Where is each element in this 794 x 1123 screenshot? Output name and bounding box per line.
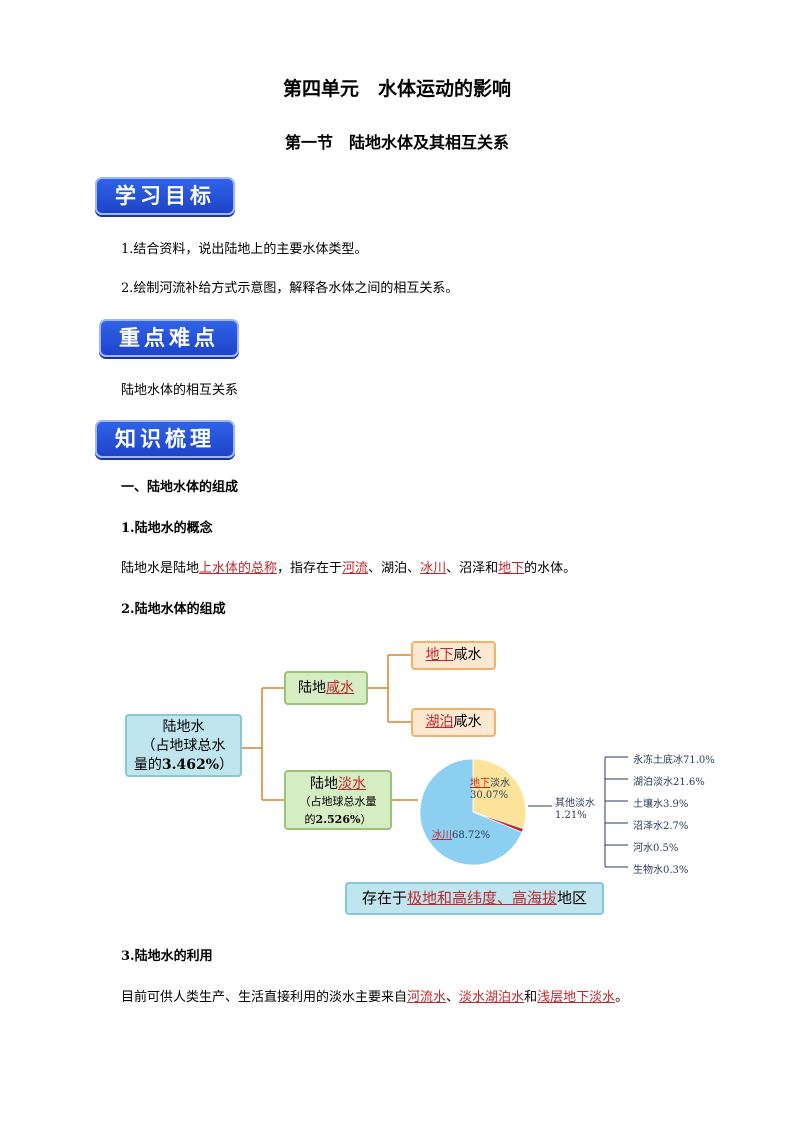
pie-slice-glacier <box>419 758 523 866</box>
section-heading-1: 一、陆地水体的组成 <box>121 480 239 495</box>
pie-label-groundwater: 地下淡水 30.07% <box>470 778 510 801</box>
subheading-usage: 3.陆地水的利用 <box>121 949 213 964</box>
fresh-water-pie-chart <box>419 758 527 866</box>
other-item: 土壤水3.9% <box>633 799 689 810</box>
salt-water-box: 陆地咸水 <box>284 671 368 705</box>
pie-label-glacier: 冰川68.72% <box>432 830 491 841</box>
pie-label-other: 其他淡水 1.21% <box>555 798 595 821</box>
subheading-concept: 1.陆地水的概念 <box>121 521 213 536</box>
blank-answer: 河流 <box>342 561 369 576</box>
glacier-location-box: 存在于极地和高纬度、高海拔地区 <box>345 882 604 915</box>
ground-salt-water-box: 地下咸水 <box>411 641 496 670</box>
pie-slice-groundwater <box>472 758 527 830</box>
blank-answer: 河流水 <box>407 990 447 1005</box>
blank-answer: 淡水湖泊水 <box>459 990 525 1005</box>
blank-answer: 上水体的总称 <box>199 561 278 576</box>
key-points-badge: 重点难点 <box>99 319 239 357</box>
unit-title: 第四单元 水体运动的影响 <box>282 78 511 100</box>
concept-paragraph: 陆地水是陆地上水体的总称，指存在于河流、湖泊、冰川、沼泽和地下的水体。 <box>121 561 577 576</box>
other-item: 河水0.5% <box>633 843 679 854</box>
goals-badge: 学习目标 <box>95 177 235 215</box>
subheading-composition: 2.陆地水体的组成 <box>121 602 226 617</box>
other-item: 沼泽水2.7% <box>633 821 689 832</box>
fresh-water-box: 陆地淡水 （占地球总水量 的2.526%） <box>284 770 392 830</box>
key-point-text: 陆地水体的相互关系 <box>121 383 239 398</box>
section-title: 第一节 陆地水体及其相互关系 <box>284 133 509 152</box>
lake-salt-water-box: 湖泊咸水 <box>411 708 496 737</box>
goal-item-2: 2.绘制河流补给方式示意图，解释各水体之间的相互关系。 <box>121 281 459 296</box>
knowledge-badge: 知识梳理 <box>95 420 235 458</box>
blank-answer: 浅层地下淡水 <box>537 990 616 1005</box>
other-item: 永冻土底冰71.0% <box>633 755 715 766</box>
blank-answer: 地下 <box>498 561 525 576</box>
other-item: 湖泊淡水21.6% <box>633 777 705 788</box>
goal-item-1: 1.结合资料，说出陆地上的主要水体类型。 <box>121 242 368 257</box>
other-item: 生物水0.3% <box>633 865 689 876</box>
blank-answer: 冰川 <box>420 561 447 576</box>
usage-paragraph: 目前可供人类生产、生活直接利用的淡水主要来自河流水、淡水湖泊水和浅层地下淡水。 <box>121 990 629 1005</box>
root-box-land-water: 陆地水 （占地球总水 量的3.462%） <box>125 714 242 777</box>
